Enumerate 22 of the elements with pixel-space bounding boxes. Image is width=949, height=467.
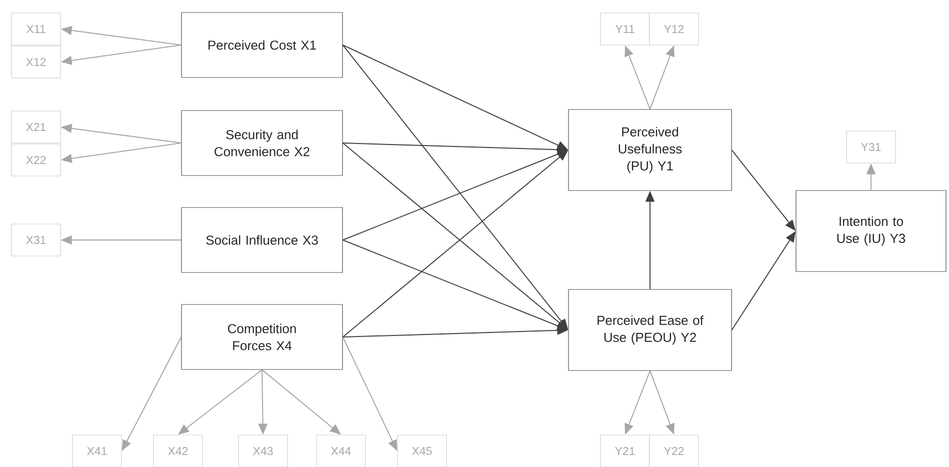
construct-box: Perceived Ease of Use (PEOU) Y2: [568, 289, 732, 371]
indicator-box: Y11: [600, 12, 650, 46]
indicator-box: X44: [316, 434, 366, 467]
construct-box: Intention to Use (IU) Y3: [796, 190, 946, 272]
construct-box: Social Influence X3: [181, 207, 343, 273]
indicator-box: Y31: [846, 130, 896, 164]
indicator-box: X45: [397, 434, 447, 467]
indicator-box: X43: [238, 434, 288, 467]
indicator-box: X41: [72, 434, 122, 467]
indicator-box: Y21: [600, 434, 650, 467]
indicator-box: Y22: [649, 434, 699, 467]
indicator-box: Y12: [649, 12, 699, 46]
indicator-box: X42: [153, 434, 203, 467]
construct-box: Perceived Usefulness (PU) Y1: [568, 109, 732, 191]
construct-box: Perceived Cost X1: [181, 12, 343, 78]
indicator-box: X12: [11, 46, 61, 78]
indicator-box: X31: [11, 224, 61, 256]
indicator-box: X22: [11, 144, 61, 176]
indicator-box: X11: [11, 12, 61, 46]
construct-box: Security and Convenience X2: [181, 110, 343, 176]
construct-box: Competition Forces X4: [181, 304, 343, 370]
indicator-box: X21: [11, 110, 61, 144]
